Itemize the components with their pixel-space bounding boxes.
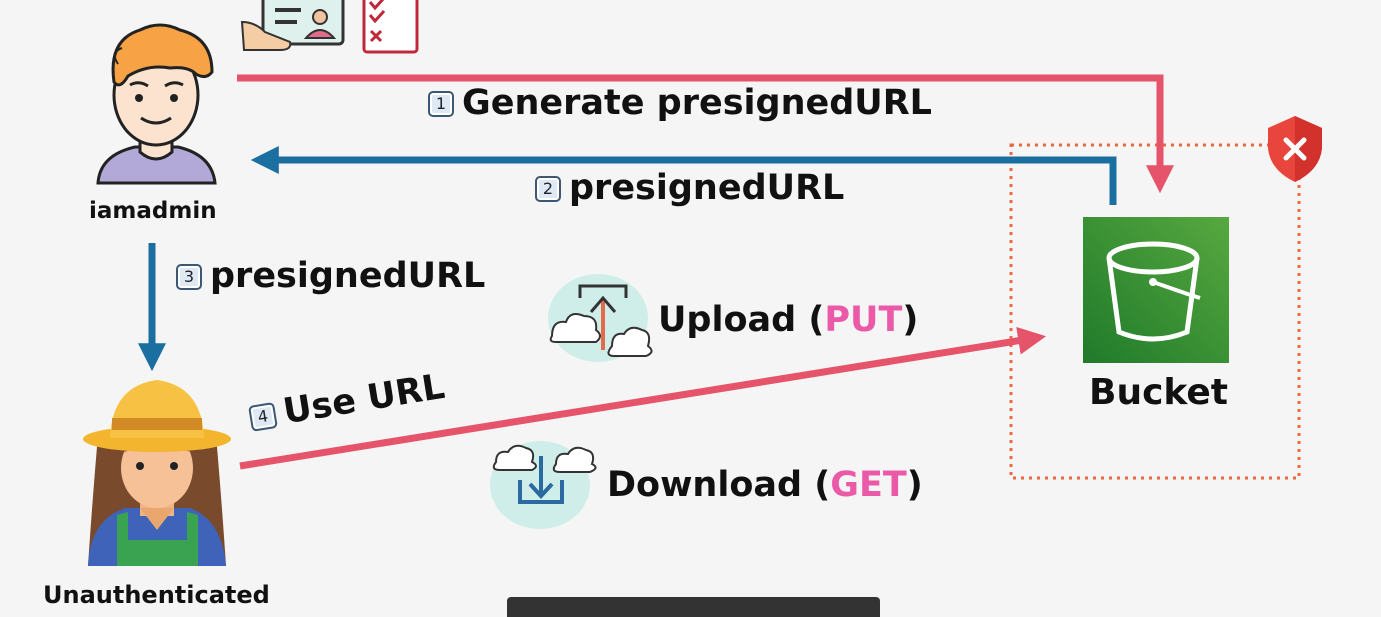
download-text: Download bbox=[607, 465, 803, 505]
upload-method: PUT bbox=[824, 300, 903, 340]
bucket-boundary bbox=[1009, 143, 1301, 480]
upload-label: Upload (PUT) bbox=[658, 300, 919, 340]
checklist-icon bbox=[362, 0, 419, 54]
bucket-label: Bucket bbox=[1089, 372, 1229, 413]
step-3-label: 3 presignedURL bbox=[176, 256, 485, 296]
s3-bucket-icon bbox=[1083, 217, 1229, 363]
upload-text: Upload bbox=[658, 300, 797, 340]
step-2-text: presignedURL bbox=[569, 168, 845, 208]
id-card-icon bbox=[240, 0, 345, 51]
admin-label: iamadmin bbox=[89, 198, 217, 224]
step-1-label: 1 Generate presignedURL bbox=[428, 83, 932, 123]
cloud-upload-icon bbox=[548, 274, 653, 362]
arrow-step-2 bbox=[250, 146, 1117, 205]
caption-bar bbox=[507, 597, 880, 617]
download-method: GET bbox=[830, 465, 907, 505]
step-2-number: 2 bbox=[535, 176, 561, 202]
arrow-step-1 bbox=[237, 74, 1174, 194]
cloud-download-icon bbox=[490, 441, 597, 529]
download-label: Download (GET) bbox=[607, 465, 923, 505]
farmer-woman-icon bbox=[83, 380, 231, 566]
arrow-step-4 bbox=[239, 326, 1047, 470]
step-3-number: 3 bbox=[176, 264, 202, 290]
step-1-number: 1 bbox=[428, 91, 454, 117]
step-3-text: presignedURL bbox=[210, 256, 486, 296]
person-orange-hair-icon bbox=[96, 23, 217, 185]
user-label: Unauthenticated bbox=[43, 581, 270, 609]
step-2-label: 2 presignedURL bbox=[535, 168, 844, 208]
step-1-text: Generate presignedURL bbox=[462, 83, 932, 123]
shield-x-icon bbox=[1268, 116, 1322, 182]
step-4-number: 4 bbox=[248, 401, 278, 432]
